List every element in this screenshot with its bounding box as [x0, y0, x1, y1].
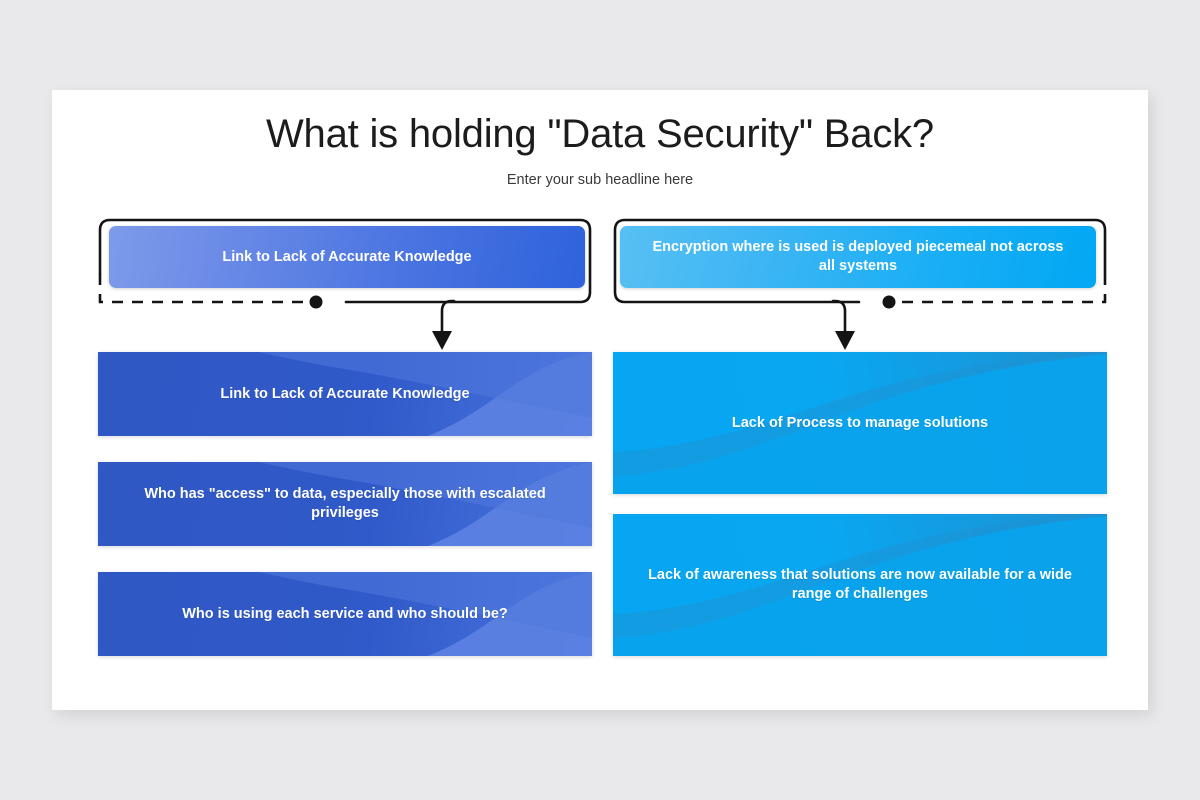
left-card-2-wave	[258, 462, 592, 546]
right-frame-outline	[613, 218, 1107, 309]
right-card-1-wave	[613, 352, 1107, 494]
left-card-3-label: Who is using each service and who should…	[182, 605, 508, 622]
right-connector-arrow	[831, 299, 855, 350]
left-connector-arrow	[432, 299, 456, 350]
right-card-1-label: Lack of Process to manage solutions	[731, 414, 989, 431]
left-header-pill[interactable]: Link to Lack of Accurate Knowledge	[109, 226, 585, 288]
right-header-frame: Encryption where is used is deployed pie…	[613, 218, 1107, 309]
slide-canvas: What is holding "Data Security" Back? En…	[52, 90, 1148, 710]
right-header-label: Encryption where is used is deployed pie…	[652, 239, 1064, 274]
right-connector-dot	[882, 295, 896, 309]
left-card-3-wave	[258, 572, 592, 656]
left-arrowhead	[432, 331, 452, 350]
left-header-label: Link to Lack of Accurate Knowledge	[222, 248, 472, 265]
left-frame-outline	[98, 218, 592, 309]
left-card-2-label: Who has "access" to data, especially tho…	[144, 486, 546, 521]
left-connector-dot	[309, 295, 323, 309]
right-card-2-wave	[613, 514, 1107, 656]
page-subtitle: Enter your sub headline here	[506, 172, 694, 188]
left-card-1-wave	[258, 352, 592, 436]
page-title: What is holding "Data Security" Back?	[266, 112, 934, 156]
right-card-2-label: Lack of awareness that solutions are now…	[648, 567, 1072, 602]
left-card-2[interactable]: Who has "access" to data, especially tho…	[98, 462, 592, 546]
right-card-2[interactable]: Lack of awareness that solutions are now…	[613, 514, 1107, 656]
left-card-1[interactable]: Link to Lack of Accurate Knowledge	[98, 352, 592, 436]
left-card-1-label: Link to Lack of Accurate Knowledge	[220, 385, 470, 402]
right-header-pill[interactable]: Encryption where is used is deployed pie…	[620, 226, 1096, 288]
left-header-frame: Link to Lack of Accurate Knowledge	[98, 218, 592, 309]
left-card-3[interactable]: Who is using each service and who should…	[98, 572, 592, 656]
right-arrowhead	[835, 331, 855, 350]
right-card-1[interactable]: Lack of Process to manage solutions	[613, 352, 1107, 494]
